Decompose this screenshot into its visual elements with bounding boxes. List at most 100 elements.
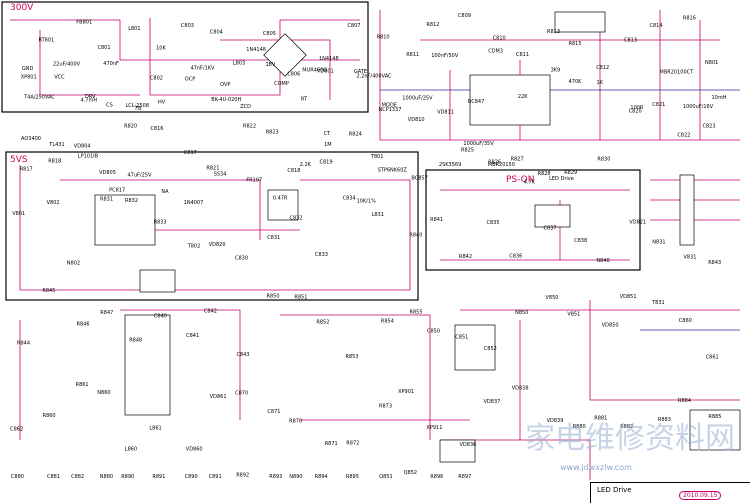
refs-label: VD838 xyxy=(512,386,529,392)
refs-label: R873 xyxy=(379,403,392,409)
refs-label: C832 xyxy=(290,216,303,222)
refs-label: R842 xyxy=(459,254,472,260)
refs-label: C812 xyxy=(596,65,609,71)
refs-label: C850 xyxy=(427,329,440,335)
refs-label: R846 xyxy=(77,321,90,327)
values-label: FR107 xyxy=(246,178,262,184)
title-block-date-stamp: 2010.09.15 xyxy=(679,491,722,500)
refs-label: V831 xyxy=(684,255,697,261)
refs-label: R893 xyxy=(269,474,282,480)
refs-label: Q852 xyxy=(404,470,417,476)
values-label: 10K xyxy=(156,46,166,52)
reference-designators: XP801RT801FB801C801L801C802C803C804L803C… xyxy=(10,13,721,480)
refs-label: V851 xyxy=(567,312,580,318)
refs-label: R896 xyxy=(430,474,443,480)
refs-label: VD805 xyxy=(99,170,116,176)
values-label: LCL-2508 xyxy=(126,103,150,109)
connector-xp911 xyxy=(689,409,741,451)
values-label: NA xyxy=(161,189,169,195)
refs-label: R855 xyxy=(410,310,423,316)
refs-label: VD850 xyxy=(602,322,619,328)
pin_labels-label: GND xyxy=(22,66,34,72)
refs-label: C805 xyxy=(263,31,276,37)
refs-label: C891 xyxy=(209,474,222,480)
pin_labels-label: ZCD xyxy=(240,104,251,110)
refs-label: R830 xyxy=(597,157,610,163)
ic-n802 xyxy=(94,194,156,246)
refs-label: T831 xyxy=(651,300,665,306)
refs-label: C821 xyxy=(652,102,665,108)
refs-label: C810 xyxy=(493,35,506,41)
refs-label: VD810 xyxy=(408,117,425,123)
refs-label: C822 xyxy=(677,133,690,139)
refs-label: R817 xyxy=(20,166,33,172)
values-label: 2.2nF/400VAC xyxy=(356,73,392,79)
refs-label: VD820 xyxy=(209,242,226,248)
values-label: 1K xyxy=(597,80,604,86)
refs-label: R881 xyxy=(594,416,607,422)
values-label: 18V xyxy=(266,62,276,68)
refs-label: N850 xyxy=(515,310,528,316)
values-label: NCP1337 xyxy=(379,107,402,113)
pin_labels-label: MODE xyxy=(382,103,397,109)
values-label: 2.2K xyxy=(300,162,312,168)
title-block: LED Drive 2010.09.15 xyxy=(590,482,750,503)
refs-label: N860 xyxy=(97,390,110,396)
pin_labels-label: RT xyxy=(301,97,308,103)
refs-label: C803 xyxy=(181,23,194,29)
values-label: 1N4007 xyxy=(184,200,204,206)
refs-label: V850 xyxy=(546,295,559,301)
refs-label: C881 xyxy=(47,474,60,480)
refs-label: T801 xyxy=(370,154,384,160)
refs-label: C801 xyxy=(98,45,111,51)
refs-label: R818 xyxy=(48,159,61,165)
values-label: 47uF/25V xyxy=(128,173,152,179)
refs-label: R829 xyxy=(564,170,577,176)
standby-label: 5VS xyxy=(10,155,28,165)
values-label: 470nF xyxy=(103,61,119,67)
refs-label: C852 xyxy=(484,346,497,352)
refs-label: C833 xyxy=(315,252,328,258)
refs-label: N840 xyxy=(596,258,609,264)
refs-label: R822 xyxy=(243,124,256,130)
values-label: 1N4148 xyxy=(319,56,339,62)
refs-label: R884 xyxy=(678,398,691,404)
refs-label: XP911 xyxy=(426,425,442,431)
transformer-t802 xyxy=(267,189,299,221)
refs-label: L831 xyxy=(372,212,384,218)
refs-label: C861 xyxy=(706,354,719,360)
pin_labels-label: CS xyxy=(106,103,113,109)
refs-label: R827 xyxy=(511,157,524,163)
refs-label: RT801 xyxy=(39,38,55,44)
refs-label: L860 xyxy=(125,447,137,453)
refs-label: R897 xyxy=(458,474,471,480)
refs-label: C811 xyxy=(516,52,529,58)
values-label: LED Drive xyxy=(549,176,574,182)
refs-label: FB801 xyxy=(76,20,92,26)
values-label: 47nF/1KV xyxy=(191,66,216,72)
refs-label: L803 xyxy=(233,61,245,67)
pin_labels-label: HV xyxy=(158,99,166,105)
refs-label: R891 xyxy=(152,474,165,480)
values-label: 100nF/50V xyxy=(431,53,459,59)
refs-label: R826 xyxy=(488,159,501,165)
refs-label: R824 xyxy=(349,131,362,137)
refs-label: C820 xyxy=(629,109,642,115)
values-label: BC847 xyxy=(468,99,484,105)
refs-label: L861 xyxy=(149,426,161,432)
refs-label: R812 xyxy=(426,22,439,28)
refs-label: T802 xyxy=(187,243,201,249)
optocoupler-1 xyxy=(139,269,176,293)
refs-label: C806 xyxy=(287,71,300,77)
refs-label: R841 xyxy=(430,217,443,223)
values-label: PC817 xyxy=(109,188,125,194)
refs-label: C870 xyxy=(235,391,248,397)
refs-label: Q851 xyxy=(379,474,392,480)
pin_labels-label: GATE xyxy=(354,69,367,75)
refs-label: C882 xyxy=(71,474,84,480)
refs-label: C819 xyxy=(320,160,333,166)
refs-label: XP801 xyxy=(21,74,37,80)
refs-label: C838 xyxy=(574,238,587,244)
values-label: 3K9 xyxy=(551,67,561,73)
